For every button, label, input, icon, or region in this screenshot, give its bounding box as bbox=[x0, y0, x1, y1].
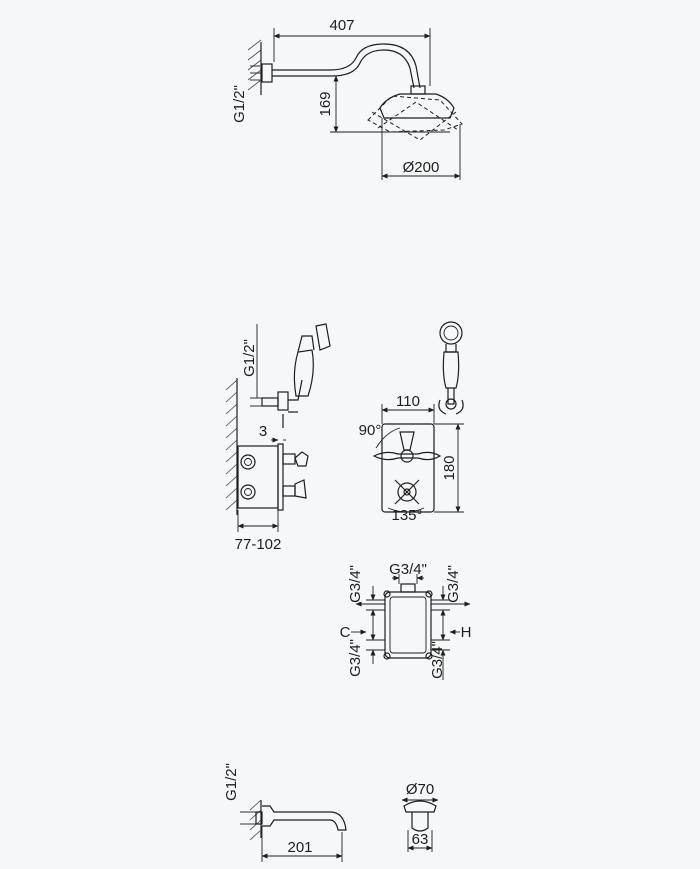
mixer-side-view: G1/2" 3 77-102 bbox=[225, 323, 331, 553]
shower-arm bbox=[272, 43, 421, 89]
wall-hatch bbox=[247, 39, 262, 95]
hot-label: H bbox=[461, 624, 472, 641]
cross-handle-front bbox=[397, 482, 417, 502]
cross-handle bbox=[294, 479, 307, 499]
angle-90: 90° bbox=[359, 422, 382, 439]
connection-g12-top: G1/2" bbox=[231, 85, 248, 123]
connection-g12-spout: G1/2" bbox=[223, 763, 240, 801]
valve-body-outer bbox=[384, 591, 432, 659]
hand-shower-head-front bbox=[439, 321, 463, 345]
dim-169: 169 bbox=[317, 91, 334, 116]
dim-77-102: 77-102 bbox=[235, 536, 282, 553]
dim-63: 63 bbox=[412, 831, 429, 848]
dim-180: 180 bbox=[441, 455, 458, 480]
wall-flange bbox=[261, 63, 273, 83]
dim-diameter-70: Ø70 bbox=[406, 781, 434, 798]
dim-407: 407 bbox=[329, 17, 354, 34]
mixer-front-view: 90° 135° 110 180 bbox=[359, 321, 464, 524]
cold-label: C bbox=[340, 624, 351, 641]
wall-hatch-mixer bbox=[225, 378, 238, 515]
port-top: G3/4" bbox=[389, 561, 427, 578]
dim-3: 3 bbox=[259, 423, 267, 440]
cover-plate bbox=[381, 423, 435, 513]
shower-head bbox=[379, 93, 455, 119]
dim-110: 110 bbox=[396, 393, 420, 410]
spout-front bbox=[403, 800, 437, 813]
port-right-top: G3/4" bbox=[445, 565, 462, 603]
hand-shower-side bbox=[293, 349, 314, 397]
port-left-bottom: G3/4" bbox=[347, 639, 364, 677]
dim-201: 201 bbox=[287, 839, 312, 856]
valve-body-drawing: G3/4" G3/4" G3/4" C G3/4" G3/4" H bbox=[340, 561, 472, 680]
spout-side bbox=[262, 805, 347, 831]
port-right-bottom: G3/4" bbox=[429, 641, 446, 679]
concealed-box bbox=[237, 445, 279, 509]
angle-135: 135° bbox=[391, 507, 422, 524]
port-left-top: G3/4" bbox=[347, 565, 364, 603]
shower-head-drawing: 407 169 Ø200 G1/2" bbox=[231, 17, 463, 180]
connection-g12-mixer: G1/2" bbox=[241, 339, 258, 377]
lever-handle bbox=[294, 451, 309, 467]
dim-diameter-200: Ø200 bbox=[403, 159, 440, 176]
spout-drawing: G1/2" 201 Ø70 63 bbox=[223, 763, 439, 862]
